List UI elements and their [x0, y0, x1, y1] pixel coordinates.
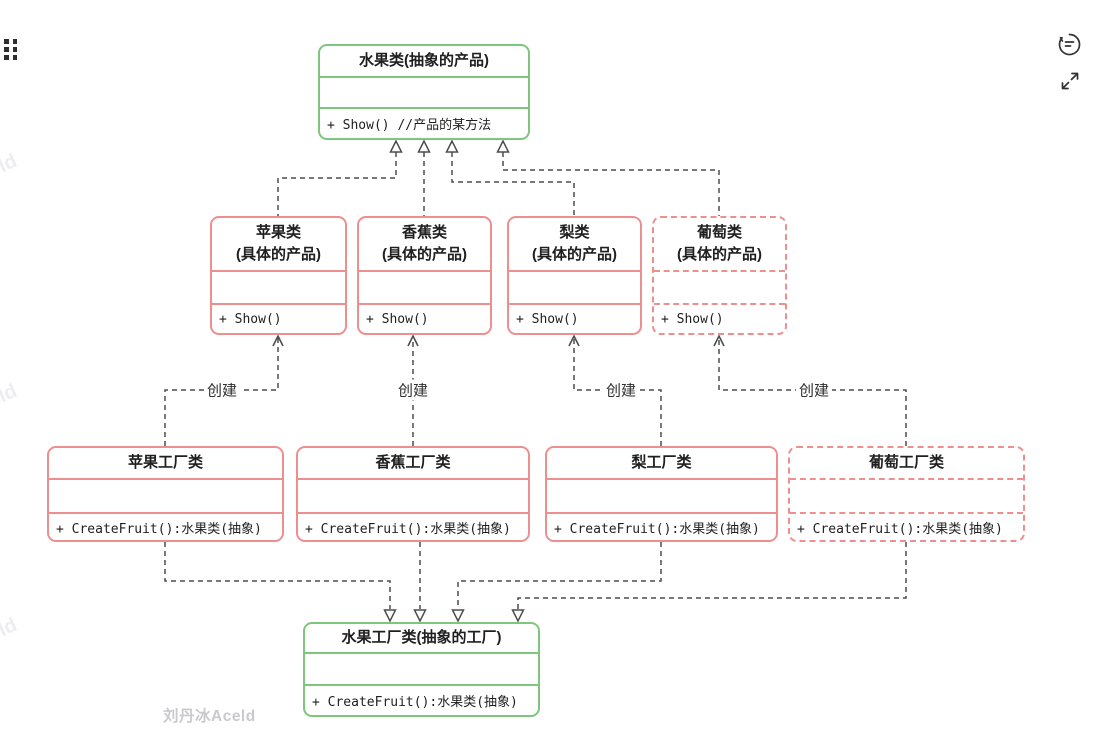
method-text: + Show()	[219, 311, 282, 327]
watermark-author: 刘丹冰Aceld	[163, 708, 256, 725]
edge-label-create: 创建	[394, 379, 432, 401]
hollow-triangle-arrowhead	[496, 139, 510, 153]
class-attributes	[790, 478, 1023, 512]
hollow-triangle-arrowhead	[389, 139, 403, 153]
hollow-triangle-arrowhead	[383, 609, 397, 623]
class-method: + Show()	[359, 303, 490, 333]
class-name: 香蕉类	[401, 223, 447, 241]
class-grape-factory: 葡萄工厂类 + CreateFruit():水果类(抽象)	[788, 446, 1025, 542]
open-arrowhead	[713, 334, 725, 347]
class-stereotype: (具体的产品)	[532, 246, 617, 263]
class-name: 葡萄工厂类	[868, 453, 944, 471]
edge-pearfactory-to-abstractfactory	[457, 542, 662, 609]
class-attributes	[654, 270, 785, 303]
class-name: 香蕉工厂类	[375, 453, 451, 471]
edge-grape-to-fruit	[502, 152, 720, 216]
edge-applefactory-to-abstractfactory	[164, 542, 391, 609]
class-name: 梨工厂类	[631, 453, 692, 471]
class-method: + Show()	[212, 303, 345, 333]
class-name: 苹果类	[255, 223, 301, 241]
class-method: + Show()	[654, 303, 785, 333]
class-attributes	[212, 270, 345, 303]
class-pear: 梨类 (具体的产品) + Show()	[507, 216, 642, 335]
expand-icon[interactable]	[1058, 69, 1082, 93]
class-method: + CreateFruit():水果类(抽象)	[790, 512, 1023, 540]
watermark-fragment: Aceld	[0, 149, 21, 193]
class-name: 水果类(抽象的产品)	[359, 51, 489, 69]
class-fruit-abstract: 水果类(抽象的产品) + Show() //产品的某方法	[318, 44, 530, 140]
open-arrowhead	[407, 334, 419, 347]
class-title: 苹果工厂类	[49, 448, 282, 478]
method-text: + CreateFruit():水果类(抽象)	[305, 521, 511, 537]
class-title: 葡萄工厂类	[790, 448, 1023, 478]
corner-toolbar	[1056, 31, 1083, 93]
watermark-fragment: Aceld	[0, 379, 21, 423]
class-name: 水果工厂类(抽象的工厂)	[341, 628, 502, 646]
class-method: + CreateFruit():水果类(抽象)	[49, 512, 282, 540]
class-apple-factory: 苹果工厂类 + CreateFruit():水果类(抽象)	[47, 446, 284, 542]
class-grape: 葡萄类 (具体的产品) + Show()	[652, 216, 787, 335]
method-text: + Show()	[366, 311, 429, 327]
edge-pear-to-fruit	[451, 152, 575, 216]
edge-apple-to-fruit	[277, 152, 397, 216]
edge-label-create: 创建	[203, 379, 241, 401]
hollow-triangle-arrowhead	[451, 609, 465, 623]
class-title: 香蕉类 (具体的产品)	[359, 218, 490, 270]
class-stereotype: (具体的产品)	[236, 246, 321, 263]
open-arrowhead	[272, 334, 284, 347]
method-text: + Show()	[661, 311, 724, 327]
method-text: + Show() //产品的某方法	[327, 118, 492, 133]
class-title: 水果工厂类(抽象的工厂)	[305, 624, 538, 652]
class-title: 梨工厂类	[547, 448, 776, 478]
class-apple: 苹果类 (具体的产品) + Show()	[210, 216, 347, 335]
class-name: 梨类	[559, 223, 590, 241]
class-name: 葡萄类	[696, 223, 742, 241]
class-title: 水果类(抽象的产品)	[320, 46, 528, 76]
edge-grapefactory-to-abstractfactory	[517, 542, 907, 609]
hollow-triangle-arrowhead	[417, 139, 431, 153]
edge-label-create: 创建	[795, 379, 833, 401]
open-arrowhead	[568, 334, 580, 347]
hollow-triangle-arrowhead	[445, 139, 459, 153]
comment-icon[interactable]	[1056, 31, 1083, 58]
class-attributes	[359, 270, 490, 303]
edge-label-create: 创建	[602, 379, 640, 401]
class-pear-factory: 梨工厂类 + CreateFruit():水果类(抽象)	[545, 446, 778, 542]
method-text: + Show()	[516, 311, 579, 327]
hollow-triangle-arrowhead	[413, 609, 427, 623]
class-banana: 香蕉类 (具体的产品) + Show()	[357, 216, 492, 335]
class-stereotype: (具体的产品)	[382, 246, 467, 263]
class-attributes	[509, 270, 640, 303]
method-text: + CreateFruit():水果类(抽象)	[797, 521, 1003, 537]
class-title: 葡萄类 (具体的产品)	[654, 218, 785, 270]
class-attributes	[298, 478, 528, 512]
class-method: + CreateFruit():水果类(抽象)	[298, 512, 528, 540]
method-text: + CreateFruit():水果类(抽象)	[56, 521, 262, 537]
class-title: 香蕉工厂类	[298, 448, 528, 478]
drag-dots-icon[interactable]	[4, 39, 17, 60]
class-method: + Show() //产品的某方法	[320, 107, 528, 138]
class-fruit-factory-abstract: 水果工厂类(抽象的工厂) + CreateFruit():水果类(抽象)	[303, 622, 540, 717]
class-stereotype: (具体的产品)	[677, 246, 762, 263]
watermark-fragment: Aceld	[0, 613, 21, 657]
class-title: 梨类 (具体的产品)	[509, 218, 640, 270]
class-method: + CreateFruit():水果类(抽象)	[547, 512, 776, 540]
class-attributes	[547, 478, 776, 512]
method-text: + CreateFruit():水果类(抽象)	[312, 695, 518, 710]
class-attributes	[49, 478, 282, 512]
class-method: + CreateFruit():水果类(抽象)	[305, 684, 538, 715]
method-text: + CreateFruit():水果类(抽象)	[554, 521, 760, 537]
class-name: 苹果工厂类	[127, 453, 203, 471]
class-method: + Show()	[509, 303, 640, 333]
class-title: 苹果类 (具体的产品)	[212, 218, 345, 270]
class-attributes	[305, 652, 538, 684]
class-banana-factory: 香蕉工厂类 + CreateFruit():水果类(抽象)	[296, 446, 530, 542]
class-attributes	[320, 76, 528, 107]
hollow-triangle-arrowhead	[511, 609, 525, 623]
